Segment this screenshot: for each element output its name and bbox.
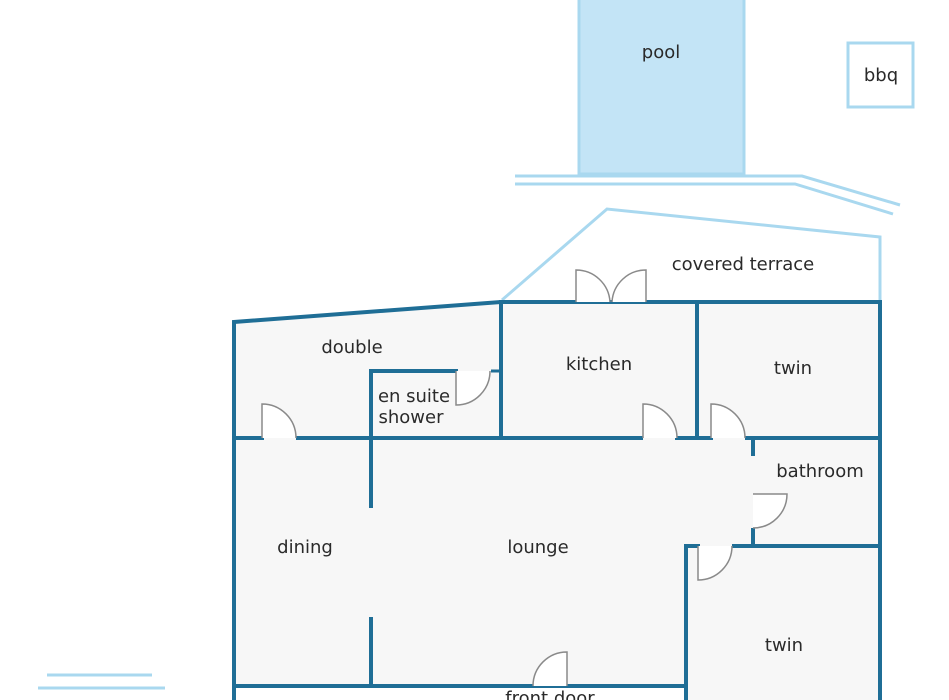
double-room-door [261, 403, 297, 439]
kitchen-door [642, 403, 678, 439]
bathroom-door [752, 493, 788, 529]
en-suite-label-line2: shower [379, 407, 445, 428]
pool-edge-line-lower [515, 182, 894, 216]
covered-terrace-label: covered terrace [672, 254, 814, 275]
bbq [846, 41, 915, 109]
terrace-door-right [611, 269, 647, 303]
dining-label: dining [277, 537, 333, 558]
twin-bottom-door [697, 545, 733, 581]
double-room [234, 302, 501, 438]
pool-label: pool [642, 42, 680, 63]
bbq-label: bbq [864, 65, 898, 86]
terrace-door-left [575, 269, 611, 303]
front-door-label: front door [505, 688, 595, 700]
bathroom-room [753, 438, 880, 546]
lounge-label: lounge [507, 537, 568, 558]
bathroom-label: bathroom [776, 461, 864, 482]
en-suite-door [455, 370, 491, 406]
lounge-dining-room [234, 438, 753, 686]
twin-top-door [710, 403, 746, 439]
kitchen-label: kitchen [566, 354, 632, 375]
front-door [532, 651, 568, 687]
pool-edge-line-upper [515, 174, 901, 207]
en-suite-wall [369, 369, 458, 440]
twin-top-label: twin [774, 358, 812, 379]
double-label: double [321, 337, 382, 358]
en-suite-label-line1: en suite [378, 386, 450, 407]
twin-bottom-label: twin [765, 635, 803, 656]
pool [577, 0, 746, 176]
covered-terrace-outline [501, 207, 882, 302]
